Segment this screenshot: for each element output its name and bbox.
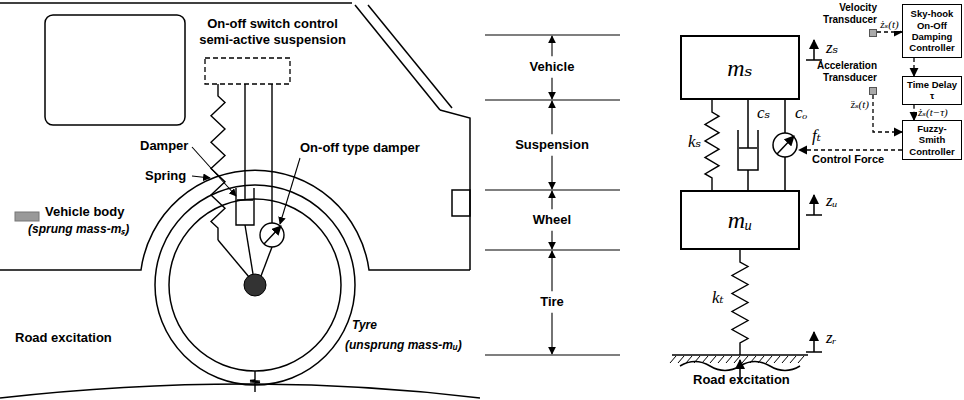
spring-symbol xyxy=(705,100,719,190)
band-lines xyxy=(485,35,620,355)
tyre xyxy=(155,185,355,385)
node-text: Fuzzy-Smith Controller xyxy=(905,123,959,157)
band-label: Suspension xyxy=(515,137,589,153)
part-label: Damper xyxy=(140,138,188,154)
fuzzy-smith-controller: Fuzzy-Smith Controller xyxy=(902,120,962,160)
symbol-label: zᵣ xyxy=(826,328,837,348)
signal-arrow xyxy=(913,58,914,76)
band-arrow xyxy=(551,101,552,134)
spring-symbol xyxy=(250,371,260,392)
part-label: Spring xyxy=(145,168,186,184)
signal-label: z̈ₛ(t) xyxy=(850,98,870,111)
symbol-label: cₒ xyxy=(795,103,807,123)
band-label: Vehicle xyxy=(530,59,575,75)
hatch-stroke xyxy=(726,356,732,363)
part-label: On-off type damper xyxy=(300,140,420,156)
band-label: Wheel xyxy=(533,212,571,228)
hatch-stroke xyxy=(718,356,724,363)
band-arrow xyxy=(551,231,552,249)
signal-label: żₛ(t) xyxy=(879,18,899,31)
switch-box xyxy=(205,58,290,84)
hatch-stroke xyxy=(750,356,756,363)
node-text: Velocity Transducer xyxy=(815,2,877,26)
acceleration-transducer: Acceleration Transducer xyxy=(809,60,877,95)
unsprung-mass: mᵤ xyxy=(680,190,800,250)
part-label: Road excitation xyxy=(693,372,790,388)
symbol-label: zᵤ xyxy=(826,191,838,211)
symbol-label: kₜ xyxy=(712,288,724,308)
hatch-stroke xyxy=(782,356,788,363)
part-label: Road excitation xyxy=(15,330,112,346)
symbol-label: zₛ xyxy=(826,38,838,58)
band-arrow xyxy=(551,156,552,189)
hatch-stroke xyxy=(678,356,684,363)
band-arrow xyxy=(551,78,552,99)
spring-symbol xyxy=(211,84,225,240)
hatch-stroke xyxy=(798,356,804,363)
ground-hatch xyxy=(670,356,804,363)
springs xyxy=(211,84,748,392)
signal-arrow xyxy=(873,95,902,132)
part-label: (unsprung mass-mᵤ) xyxy=(345,338,462,352)
control-force-arrow xyxy=(799,149,902,150)
sprung-mass: mₛ xyxy=(680,35,800,100)
hatch-stroke xyxy=(710,356,716,363)
hatch-stroke xyxy=(790,356,796,363)
node-text: mₛ xyxy=(727,54,752,82)
node-text: Sky-hook On-Off Damping Controller xyxy=(905,8,959,54)
hatch-stroke xyxy=(670,356,676,363)
leaders xyxy=(192,147,300,224)
hub xyxy=(244,274,266,296)
time-delay-box: Time Delay τ xyxy=(902,76,962,105)
hatch-stroke xyxy=(742,356,748,363)
symbol-label: kₛ xyxy=(688,132,701,152)
band-arrow xyxy=(551,36,552,56)
band-label: Tire xyxy=(540,294,564,310)
spring-symbol xyxy=(732,250,748,355)
transducer-symbol xyxy=(869,87,877,95)
heading-note: On-off switch control semi-active suspen… xyxy=(195,16,350,47)
band-arrow xyxy=(551,251,552,291)
signal-arrow xyxy=(877,31,902,32)
part-label: Vehicle body xyxy=(45,204,124,220)
node-text: Acceleration Transducer xyxy=(809,60,877,84)
signal-arrow xyxy=(913,105,914,120)
node-text: mᵤ xyxy=(728,207,752,234)
band-arrow xyxy=(551,313,552,354)
signal-label: Control Force xyxy=(812,153,884,166)
hatch-stroke xyxy=(758,356,764,363)
symbol-label: cₛ xyxy=(757,103,770,123)
transducer-symbol xyxy=(869,29,877,37)
hatch-stroke xyxy=(694,356,700,363)
velocity-transducer: Velocity Transducer xyxy=(815,2,877,37)
hatch-stroke xyxy=(734,356,740,363)
signal-label: żₛ(t−τ) xyxy=(917,106,949,119)
part-label: (sprung mass-mₛ) xyxy=(28,222,129,236)
symbol-label: fₜ xyxy=(812,126,821,146)
hatch-stroke xyxy=(702,356,708,363)
hatch-stroke xyxy=(774,356,780,363)
hatch-stroke xyxy=(766,356,772,363)
band-arrow xyxy=(551,191,552,209)
car-body xyxy=(0,3,470,270)
struts xyxy=(218,84,284,277)
part-label: Tyre xyxy=(352,318,377,332)
road xyxy=(0,384,480,398)
node-text: Time Delay τ xyxy=(905,79,959,102)
body-swatch xyxy=(15,212,39,221)
skyhook-controller: Sky-hook On-Off Damping Controller xyxy=(902,4,962,58)
hatch-stroke xyxy=(686,356,692,363)
